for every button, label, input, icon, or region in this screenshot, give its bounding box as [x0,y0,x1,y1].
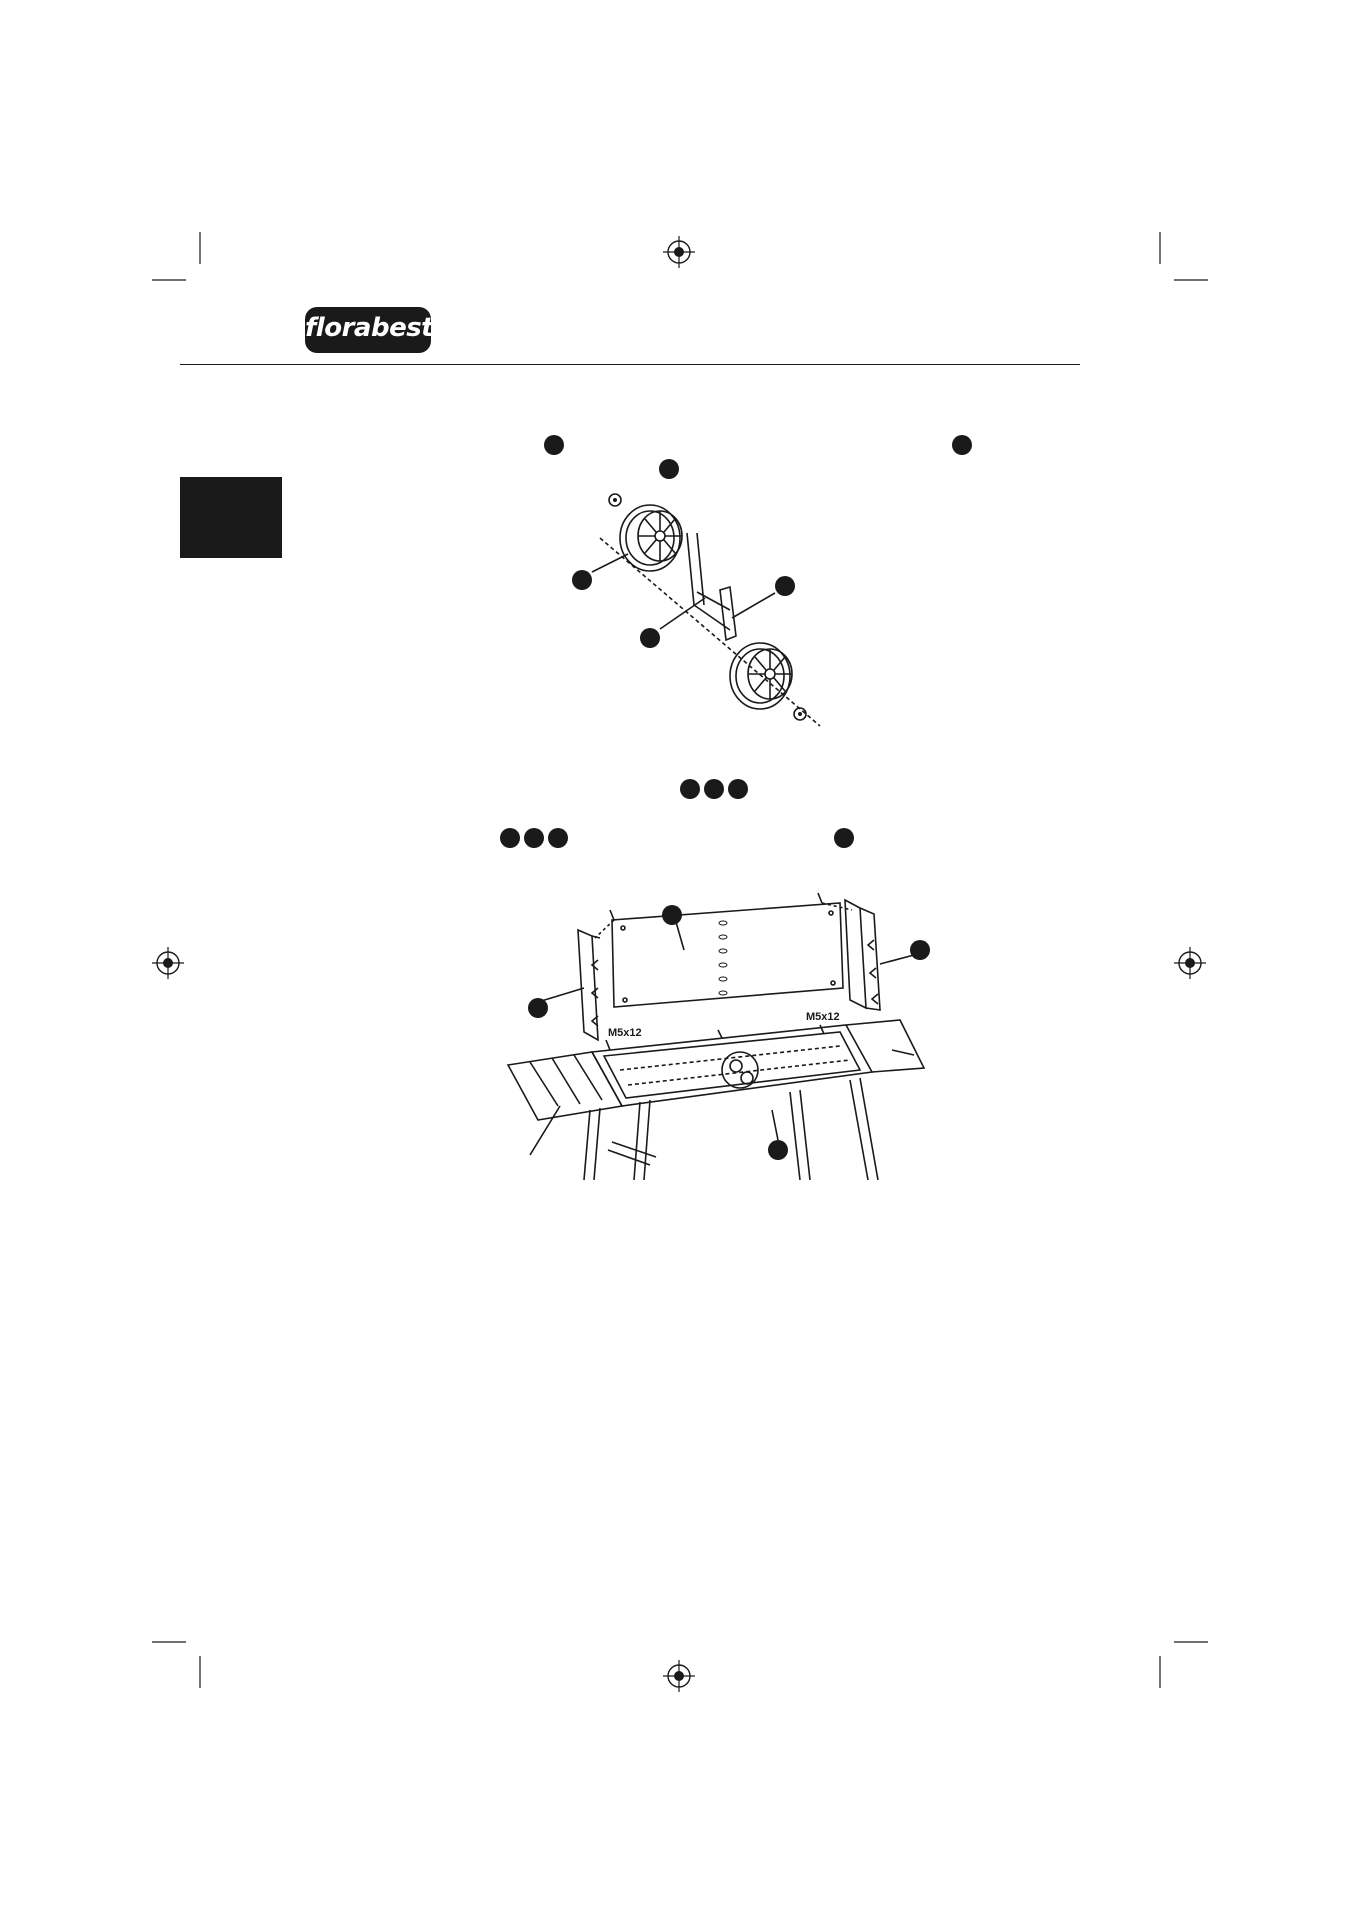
wheel-assembly-figure [572,493,821,727]
bullet-marker [680,779,700,799]
bullet-marker [548,828,568,848]
bullet-marker [952,435,972,455]
bullet-marker [834,828,854,848]
brand-logo-text: florabest [305,313,434,343]
screw-label-right: M5x12 [806,1011,840,1023]
bullet-marker [524,828,544,848]
brand-logo: florabest [305,307,434,353]
bullet-marker [659,459,679,479]
registration-mark-bottom [663,1660,695,1692]
bullet-marker [728,779,748,799]
bullet-marker [500,828,520,848]
header-rule [180,364,1080,365]
registration-mark-left [152,947,184,979]
wheel-bottom [729,642,793,710]
registration-mark-right [1174,947,1206,979]
registration-mark-top [663,236,695,268]
screw-label-left: M5x12 [608,1027,642,1039]
wheel-top [619,504,683,572]
bullet-marker [704,779,724,799]
language-tab [180,477,282,558]
bullet-marker [544,435,564,455]
firebox-assembly-figure: M5x12 M5x12 [506,892,930,1180]
